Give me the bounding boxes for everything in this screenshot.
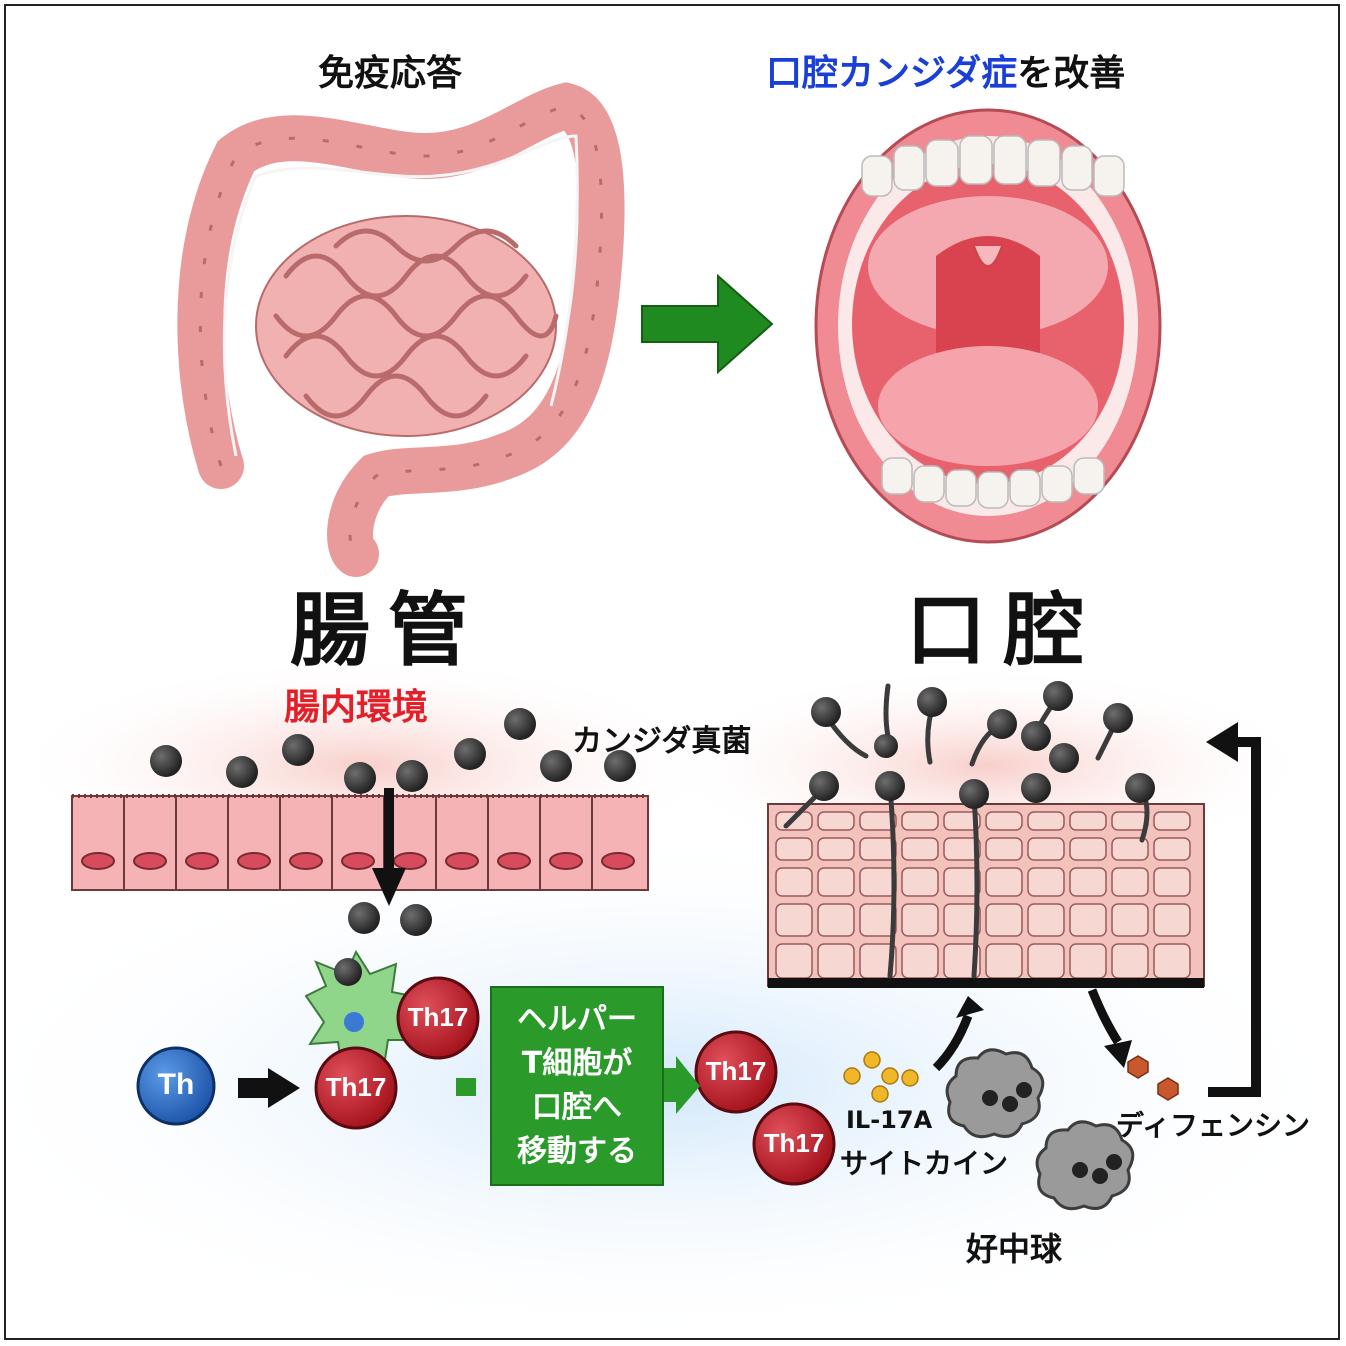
oral-candidiasis-text: 口腔カンジダ症 (766, 53, 1018, 94)
gut-candida (150, 708, 636, 936)
oral-epithelium (767, 803, 1205, 988)
neutrophil-label: 好中球 (966, 1230, 1063, 1268)
helper-box-line: 口腔へ (532, 1090, 622, 1125)
illustration-canvas (6, 82, 1338, 1338)
th-to-th17-arrow (238, 1068, 300, 1108)
defensin-label: ディフェンシン (1116, 1109, 1311, 1142)
defensin-arrow (1087, 988, 1122, 1045)
th17-cell (396, 976, 480, 1060)
cytokine-label: サイトカイン (840, 1147, 1009, 1180)
improve-candidiasis-label: 口腔カンジダ症を改善 (766, 44, 1125, 96)
oral-cavity-label: 口腔 (906, 584, 1102, 677)
helper-box-line: ヘルパー (517, 1002, 637, 1037)
th17-cell-label: Th17 (705, 1056, 767, 1086)
cytokine-up-arrow (932, 1014, 973, 1072)
defensin-dots (1127, 1055, 1179, 1101)
intestine-illustration (177, 82, 625, 577)
feedback-arrow (1208, 737, 1261, 1097)
improve-text: を改善 (1017, 53, 1126, 94)
helper-arrow-tail (456, 1078, 476, 1096)
gut-environment-label: 腸内環境 (284, 687, 429, 728)
mouth-illustration (814, 108, 1162, 544)
il17a-label: IL-17A (846, 1106, 933, 1134)
th17-cell-label: Th17 (407, 1002, 469, 1032)
helper-t-cell-migration-box: ヘルパー T細胞が 口腔へ 移動する (490, 986, 664, 1186)
th17-cell-label: Th17 (325, 1072, 387, 1102)
il17-cytokine-dots (843, 1051, 919, 1103)
neutrophil-cells (945, 1048, 1135, 1211)
top-arrow (641, 273, 774, 375)
intestine-label: 腸管 (290, 584, 486, 677)
helper-arrow-head (664, 1056, 700, 1114)
helper-box-line: T細胞が (521, 1046, 633, 1081)
figure-frame: 免疫応答 口腔カンジダ症を改善 腸管 口腔 腸内環境 カンジダ真菌 Th Th1… (4, 4, 1340, 1340)
th-cell (136, 1046, 216, 1126)
th17-cell-label: Th17 (763, 1128, 825, 1158)
immune-response-label: 免疫応答 (318, 53, 463, 94)
gut-down-arrow (372, 788, 406, 906)
candida-label: カンジダ真菌 (572, 724, 752, 759)
th17-cell (694, 1030, 778, 1114)
th-cell-label: Th (157, 1068, 195, 1101)
gut-epithelium (71, 794, 649, 891)
th17-cell (314, 1046, 398, 1130)
th17-cell (752, 1102, 836, 1186)
oral-candida (783, 681, 1155, 979)
helper-box-line: 移動する (517, 1134, 637, 1169)
